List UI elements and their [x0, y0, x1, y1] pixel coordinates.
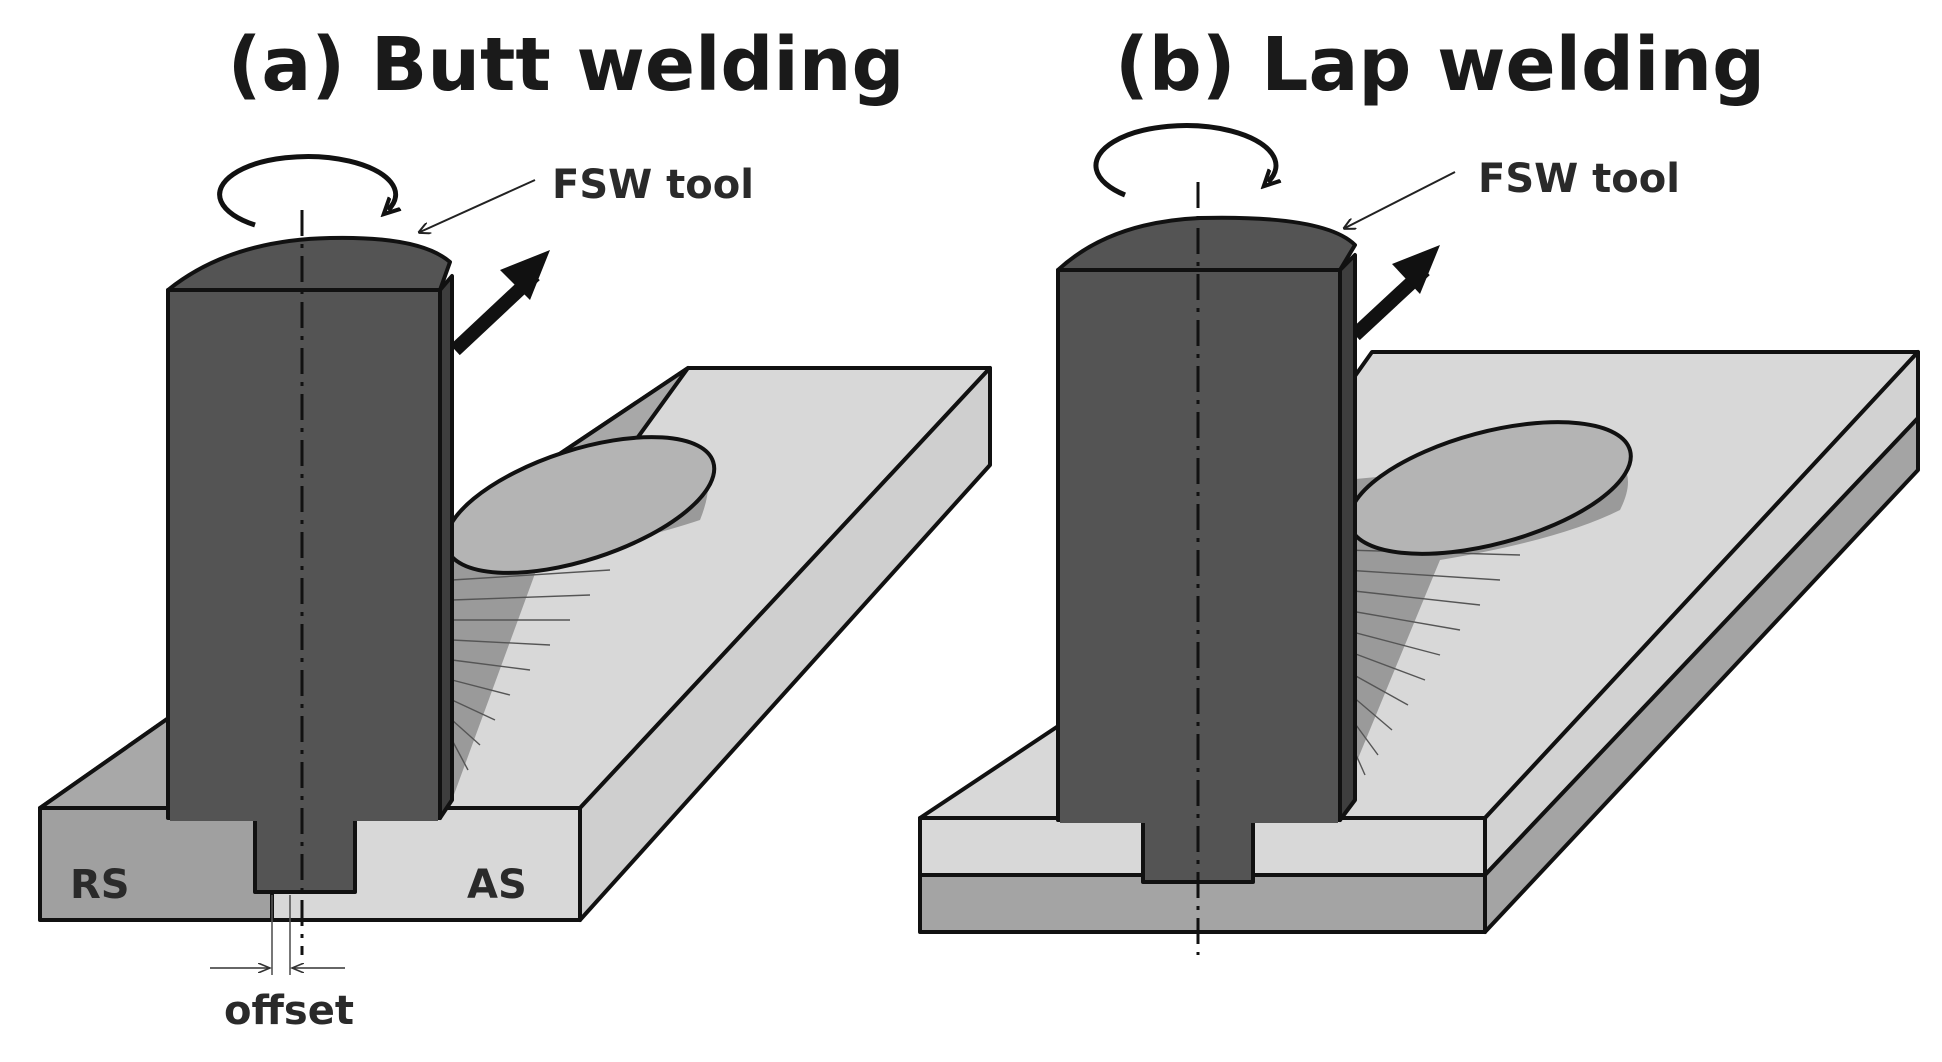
panel-b-title: (b) Lap welding: [1115, 22, 1765, 108]
tool-pin: [253, 818, 357, 894]
lap-tool-label: FSW tool: [1478, 156, 1680, 202]
panel-lap-welding: (b) Lap welding: [918, 22, 1920, 955]
travel-direction-arrow-icon: [450, 250, 550, 356]
butt-fsw-tool: [166, 210, 454, 955]
offset-label: offset: [224, 988, 354, 1034]
lap-fsw-tool: [1056, 182, 1357, 955]
lap-tool-shoulder: [1056, 268, 1342, 822]
leader-arrow-icon: [1345, 171, 1456, 228]
tool-shoulder: [166, 288, 442, 820]
tool-top-cap: [166, 235, 452, 292]
lower-plate-front: [918, 873, 1487, 934]
butt-weld-cone: [443, 435, 717, 800]
travel-direction-arrow-icon: [1350, 245, 1440, 341]
leader-arrow-icon: [420, 179, 536, 232]
offset-dimension: [210, 895, 345, 975]
panel-a-title: (a) Butt welding: [228, 22, 905, 108]
rotation-arrow-icon: [1093, 123, 1276, 198]
tool-side: [438, 274, 454, 820]
rs-label: RS: [70, 862, 130, 908]
as-label: AS: [467, 862, 527, 908]
rotation-arrow-icon: [217, 154, 396, 228]
panel-butt-welding: (a) Butt welding: [38, 22, 992, 1034]
butt-tool-label: FSW tool: [552, 162, 754, 208]
